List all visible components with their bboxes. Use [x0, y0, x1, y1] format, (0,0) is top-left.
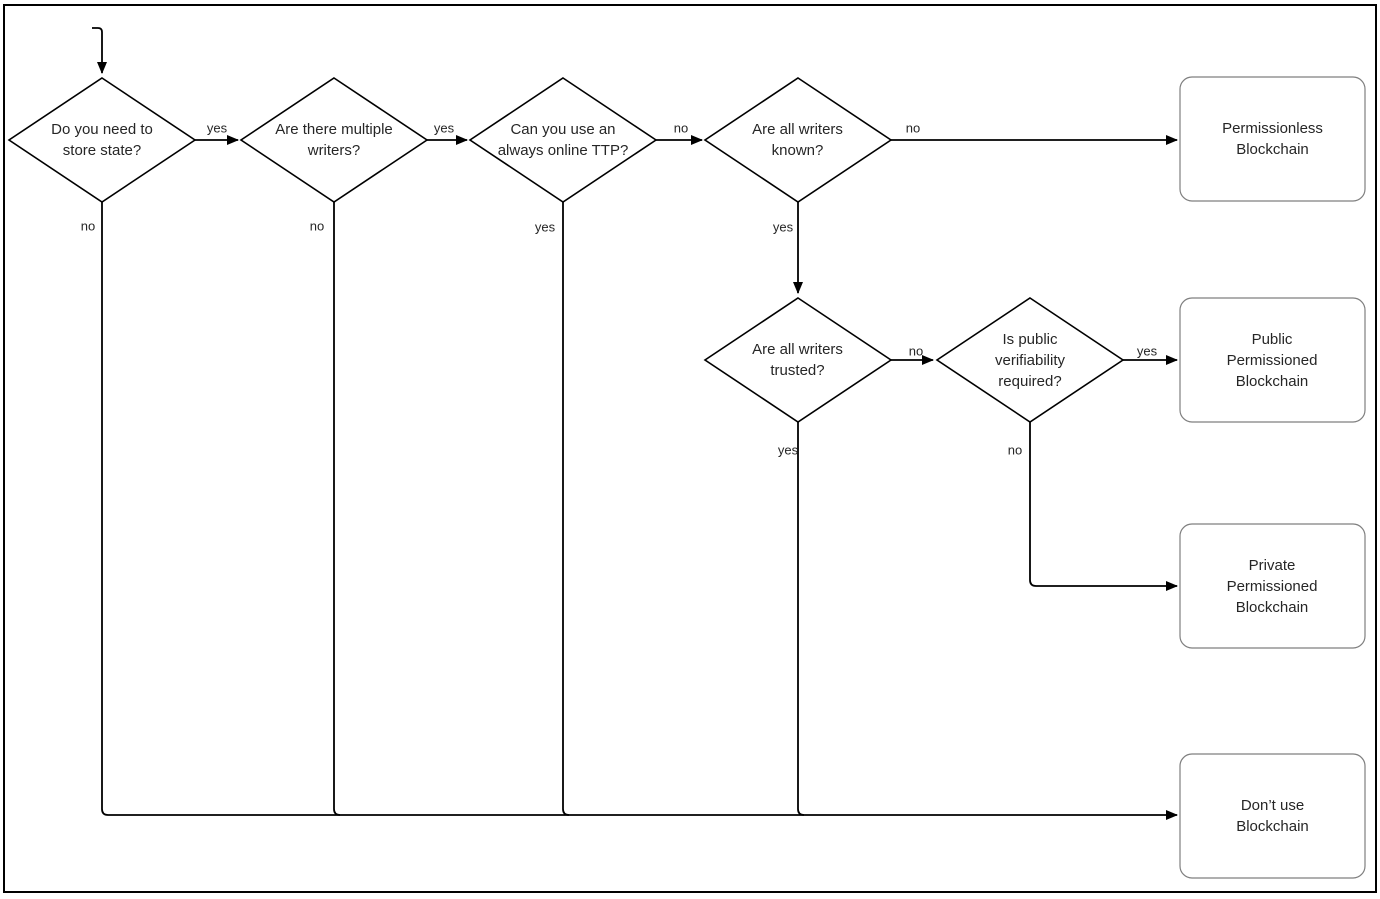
outcome-permissionless — [1179, 76, 1366, 202]
edge-label-online-ttp-yes: yes — [534, 219, 556, 235]
edge-public-verifiability-no — [1029, 422, 1178, 591]
edge-label-writers-known-yes: yes — [772, 219, 794, 235]
outcome-public-permissioned-label: Public Permissioned Blockchain — [1226, 330, 1318, 390]
decision-writers-known-label: Are all writers known? — [752, 121, 843, 159]
outcome-private-permissioned — [1179, 523, 1366, 649]
decision-public-verifiability-label: Is public verifiability required? — [994, 330, 1066, 390]
edge-label-public-verifiability-yes: yes — [1136, 343, 1158, 359]
outcome-private-permissioned-label: Private Permissioned Blockchain — [1226, 556, 1318, 616]
decision-multiple-writers — [239, 77, 429, 203]
edge-online-ttp-yes — [562, 202, 570, 816]
edge-label-multiple-writers-yes: yes — [433, 120, 455, 136]
edge-store-state-no — [101, 202, 109, 816]
edge-label-multiple-writers-no: no — [309, 218, 325, 234]
decision-writers-trusted-label: Are all writers trusted? — [752, 341, 843, 379]
edge-start-to-store-state — [92, 27, 107, 74]
outcome-permissionless-label: Permissionless Blockchain — [1222, 120, 1323, 158]
edge-multiple-writers-no — [333, 202, 341, 816]
decision-online-ttp — [468, 77, 658, 203]
outcome-dont-use-blockchain-label: Don’t use Blockchain — [1236, 797, 1309, 835]
decision-writers-trusted — [703, 297, 893, 423]
edge-label-writers-trusted-no: no — [908, 343, 924, 359]
edge-label-writers-trusted-yes: yes — [777, 442, 799, 458]
edge-label-writers-known-no: no — [905, 120, 921, 136]
edge-label-store-state-yes: yes — [206, 120, 228, 136]
outcome-dont-use-blockchain — [1179, 753, 1366, 879]
decision-writers-known — [703, 77, 893, 203]
decision-store-state — [7, 77, 197, 203]
edge-writers-trusted-yes — [797, 422, 805, 816]
decision-online-ttp-label: Can you use an always online TTP? — [497, 121, 629, 159]
edge-label-online-ttp-no: no — [673, 120, 689, 136]
edge-label-public-verifiability-no: no — [1007, 442, 1023, 458]
decision-public-verifiability — [935, 297, 1125, 423]
page-border — [3, 4, 1377, 893]
edge-label-store-state-no: no — [80, 218, 96, 234]
outcome-public-permissioned — [1179, 297, 1366, 423]
decision-store-state-label: Do you need to store state? — [51, 121, 153, 159]
decision-multiple-writers-label: Are there multiple writers? — [275, 121, 393, 159]
